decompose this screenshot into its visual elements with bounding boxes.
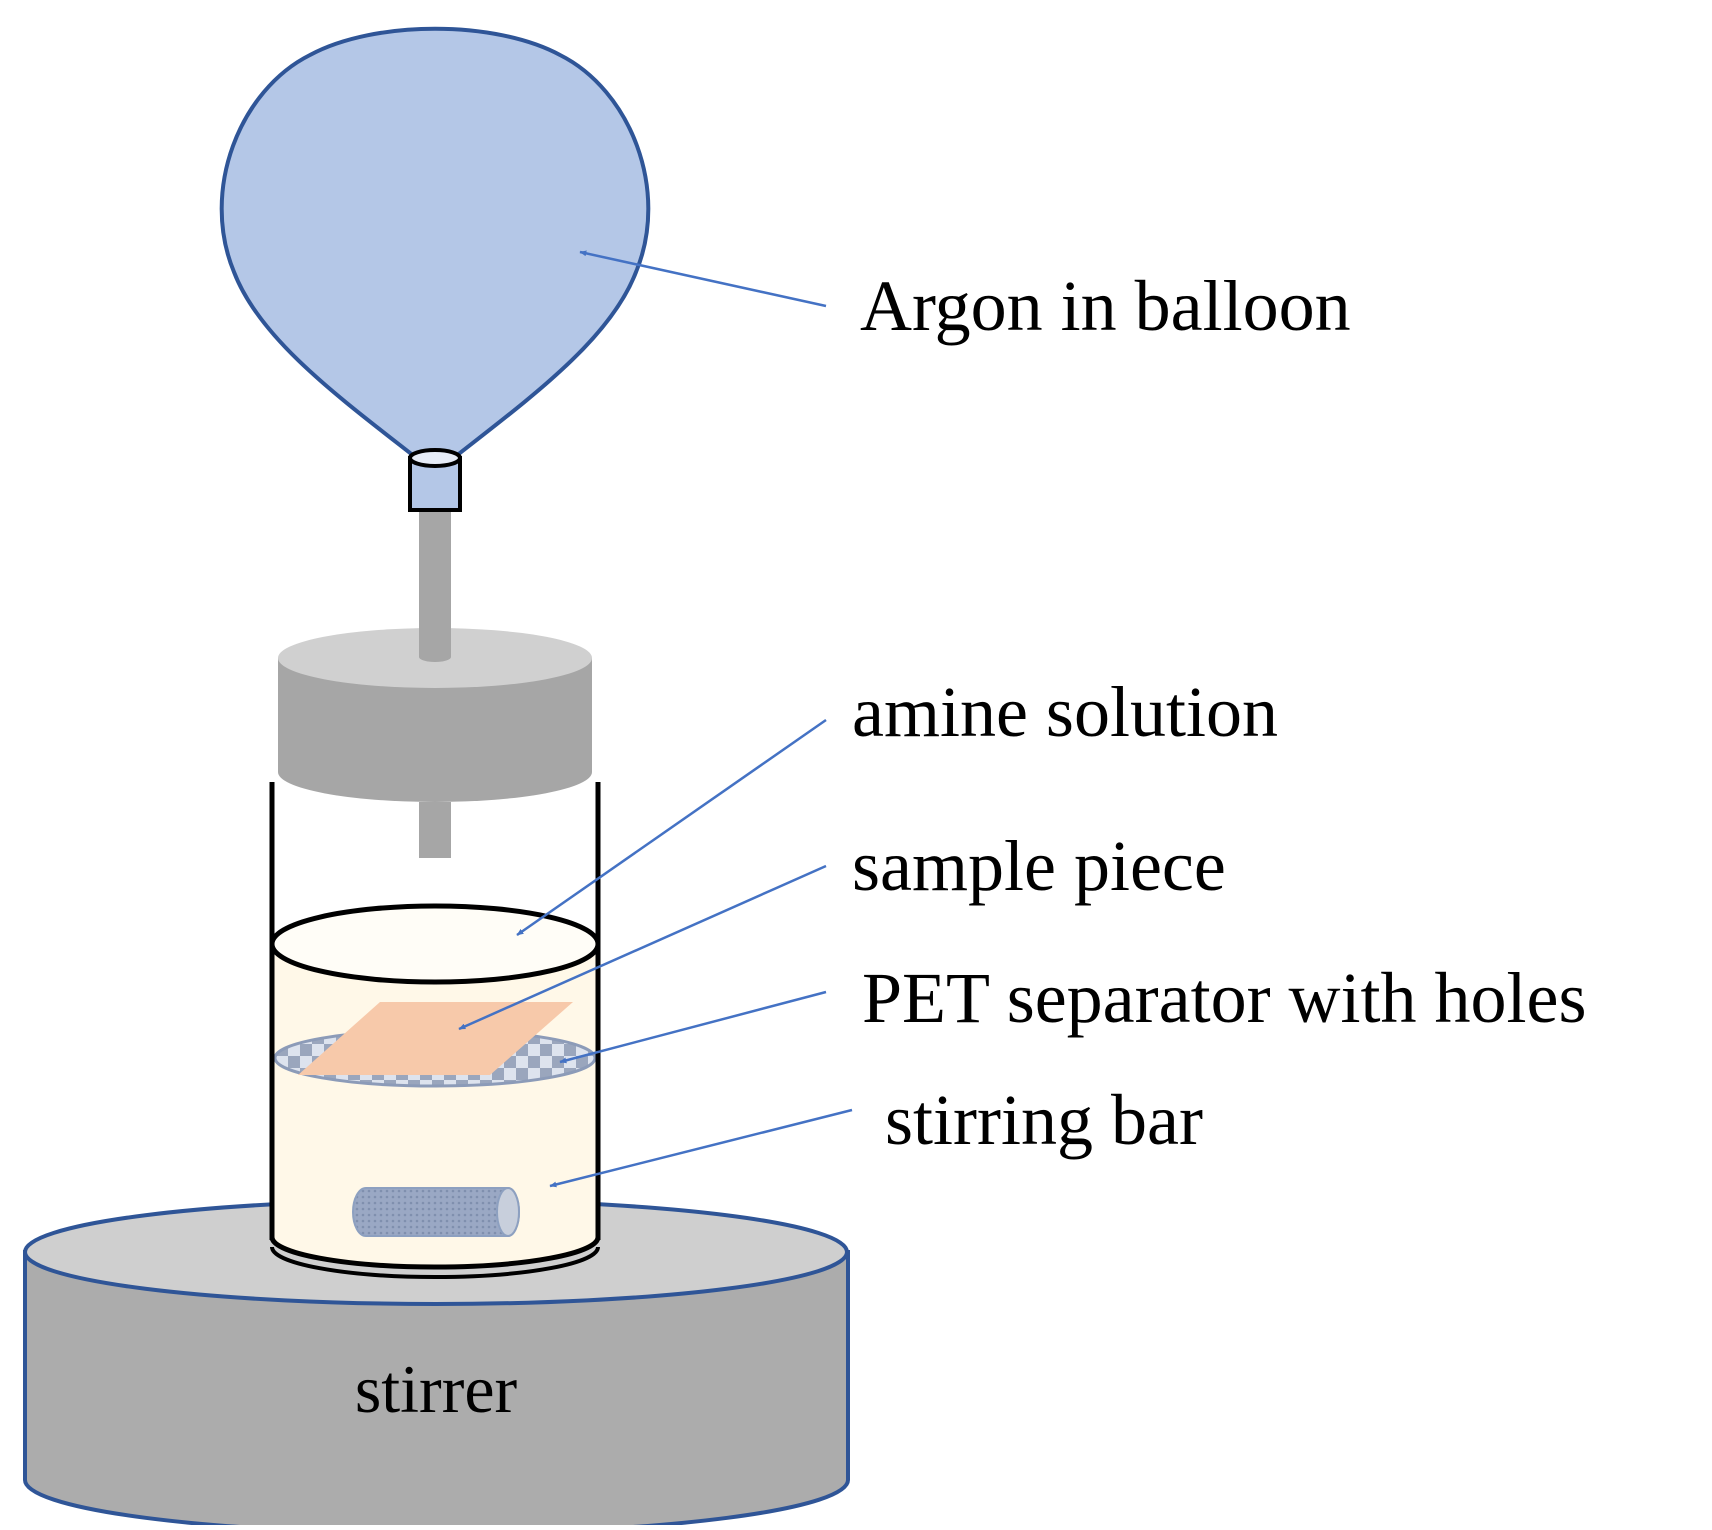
stirring-bar — [352, 1187, 520, 1237]
label-separator: PET separator with holes — [862, 958, 1587, 1038]
gas-tube-end — [419, 652, 451, 662]
label-argon: Argon in balloon — [860, 266, 1351, 346]
label-amine: amine solution — [852, 672, 1278, 752]
solution-surface — [269, 903, 601, 985]
stirrer-body — [23, 1250, 850, 1530]
arrow-argon — [579, 250, 827, 308]
arrow-separator — [559, 990, 827, 1064]
balloon-connector — [408, 448, 462, 512]
vessel-bottom — [269, 1236, 601, 1270]
vessel-bottom-rim — [270, 1246, 600, 1279]
balloon — [219, 26, 651, 462]
annotation-arrows — [458, 250, 853, 1188]
vessel — [269, 782, 601, 1279]
inner-tube — [419, 802, 451, 858]
label-sample: sample piece — [852, 826, 1226, 906]
sample-piece — [298, 1002, 573, 1075]
label-stirring-bar: stirring bar — [885, 1080, 1203, 1160]
arrow-stirring-bar — [549, 1108, 853, 1188]
arrow-amine — [516, 718, 827, 937]
gas-tube — [419, 510, 451, 657]
arrow-sample — [458, 864, 827, 1031]
stirrer-label: stirrer — [355, 1351, 518, 1427]
